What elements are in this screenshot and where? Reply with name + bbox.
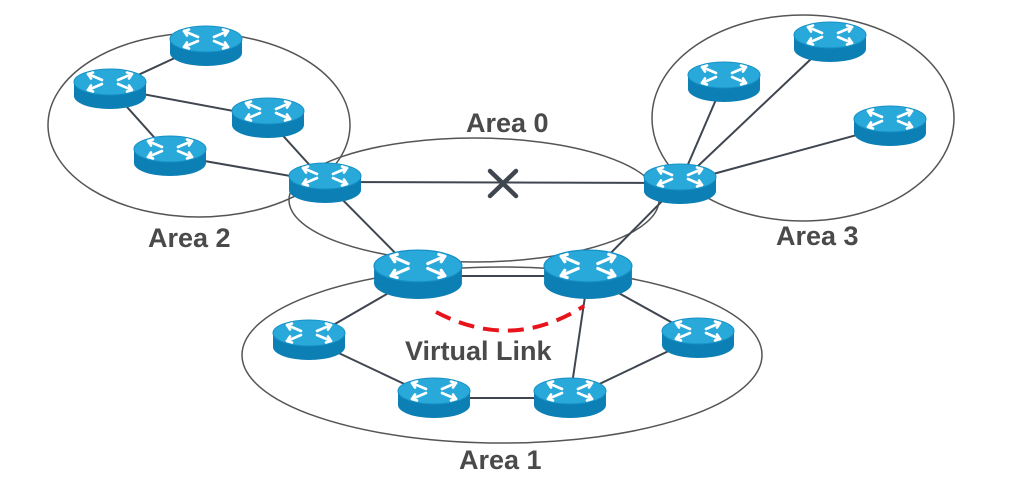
area-0-label: Area 0 [466, 108, 549, 138]
router-icon [287, 161, 363, 205]
virtual-link-label: Virtual Link [405, 336, 552, 366]
router-icon [396, 376, 472, 420]
link-failure-x-icon [487, 168, 519, 199]
router-icon [271, 318, 347, 362]
router-icon [372, 248, 464, 301]
router-icon [542, 248, 634, 301]
virtual-link [435, 304, 586, 333]
area-2-label: Area 2 [148, 223, 231, 253]
router-icon [168, 24, 244, 68]
router-icon [642, 162, 718, 206]
router-icon [660, 316, 736, 360]
router-icon [686, 60, 762, 104]
router-icon [132, 134, 208, 178]
router-icon [230, 96, 306, 140]
router-icon [532, 376, 608, 420]
router-icon [852, 104, 928, 148]
area-1-boundary [241, 266, 763, 444]
router-icon [792, 20, 868, 64]
link-a3-abr-r2 [679, 40, 831, 184]
area-3-label: Area 3 [776, 221, 859, 251]
router-icon [72, 67, 148, 111]
area-1-label: Area 1 [459, 445, 542, 475]
area-3-boundary [651, 14, 955, 222]
